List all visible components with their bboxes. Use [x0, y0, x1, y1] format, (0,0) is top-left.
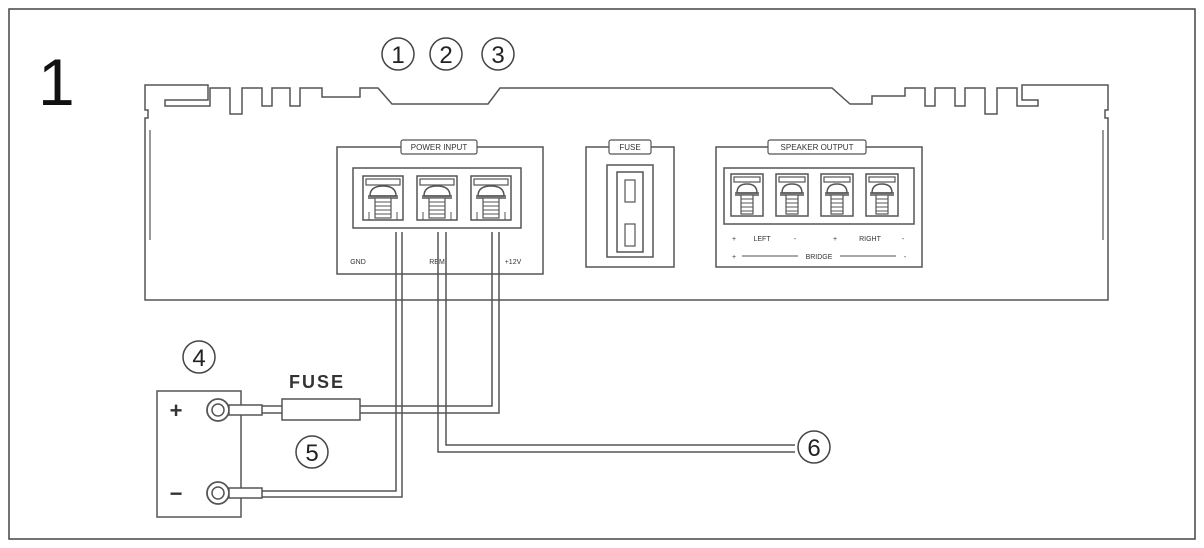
terminal-right-minus[interactable]: [865, 173, 899, 217]
power-input-header: POWER INPUT: [411, 143, 468, 152]
speaker-output-header: SPEAKER OUTPUT: [781, 143, 854, 152]
svg-text:3: 3: [491, 42, 504, 69]
callout-3: 3: [481, 37, 515, 71]
power-input-panel: POWER INPUT GND REM +12V: [336, 139, 544, 275]
label-right: RIGHT: [859, 236, 882, 243]
label-left: LEFT: [753, 236, 771, 243]
fuse-panel: FUSE: [585, 139, 675, 268]
terminal-12v[interactable]: [470, 175, 512, 221]
mark-bridge-minus: -: [904, 254, 907, 261]
svg-text:1: 1: [391, 42, 404, 69]
callout-4: 4: [182, 340, 216, 374]
battery-positive-mark: +: [170, 398, 183, 423]
remote-wire: [437, 232, 795, 453]
label-rem: REM: [429, 259, 445, 266]
svg-text:2: 2: [439, 42, 452, 69]
inline-fuse-label: FUSE: [289, 372, 345, 392]
wiring: [262, 232, 795, 498]
label-gnd: GND: [350, 259, 366, 266]
battery-negative-terminal[interactable]: [206, 481, 263, 505]
callout-2: 2: [429, 37, 463, 71]
callout-1: 1: [381, 37, 415, 71]
terminal-gnd[interactable]: [362, 175, 404, 221]
label-bridge: BRIDGE: [806, 254, 833, 261]
figure-frame: [8, 8, 1196, 540]
callout-6: 6: [797, 430, 831, 464]
terminal-right-plus[interactable]: [820, 173, 854, 217]
mark-bridge-plus: +: [732, 254, 736, 261]
svg-text:5: 5: [305, 440, 318, 467]
inline-fuse: FUSE: [281, 372, 361, 421]
speaker-output-panel: SPEAKER OUTPUT + LEFT - + RIGHT - + BRID…: [715, 139, 923, 268]
mark-left-plus: +: [732, 236, 736, 243]
battery-negative-mark: −: [170, 481, 183, 506]
ground-wire: [262, 232, 397, 492]
mark-right-plus: +: [833, 236, 837, 243]
mark-right-minus: -: [902, 236, 905, 243]
battery-positive-terminal[interactable]: [206, 398, 263, 422]
fuse-panel-header: FUSE: [619, 143, 640, 152]
terminal-left-plus[interactable]: [730, 173, 764, 217]
label-12v: +12V: [505, 259, 522, 266]
svg-text:6: 6: [807, 435, 820, 462]
power-wire: [360, 232, 493, 407]
terminal-rem[interactable]: [416, 175, 458, 221]
callout-5: 5: [295, 435, 329, 469]
terminal-left-minus[interactable]: [775, 173, 809, 217]
mark-left-minus: -: [794, 236, 797, 243]
figure-number: 1: [38, 45, 75, 119]
battery: + −: [156, 390, 263, 518]
svg-text:4: 4: [192, 345, 205, 372]
